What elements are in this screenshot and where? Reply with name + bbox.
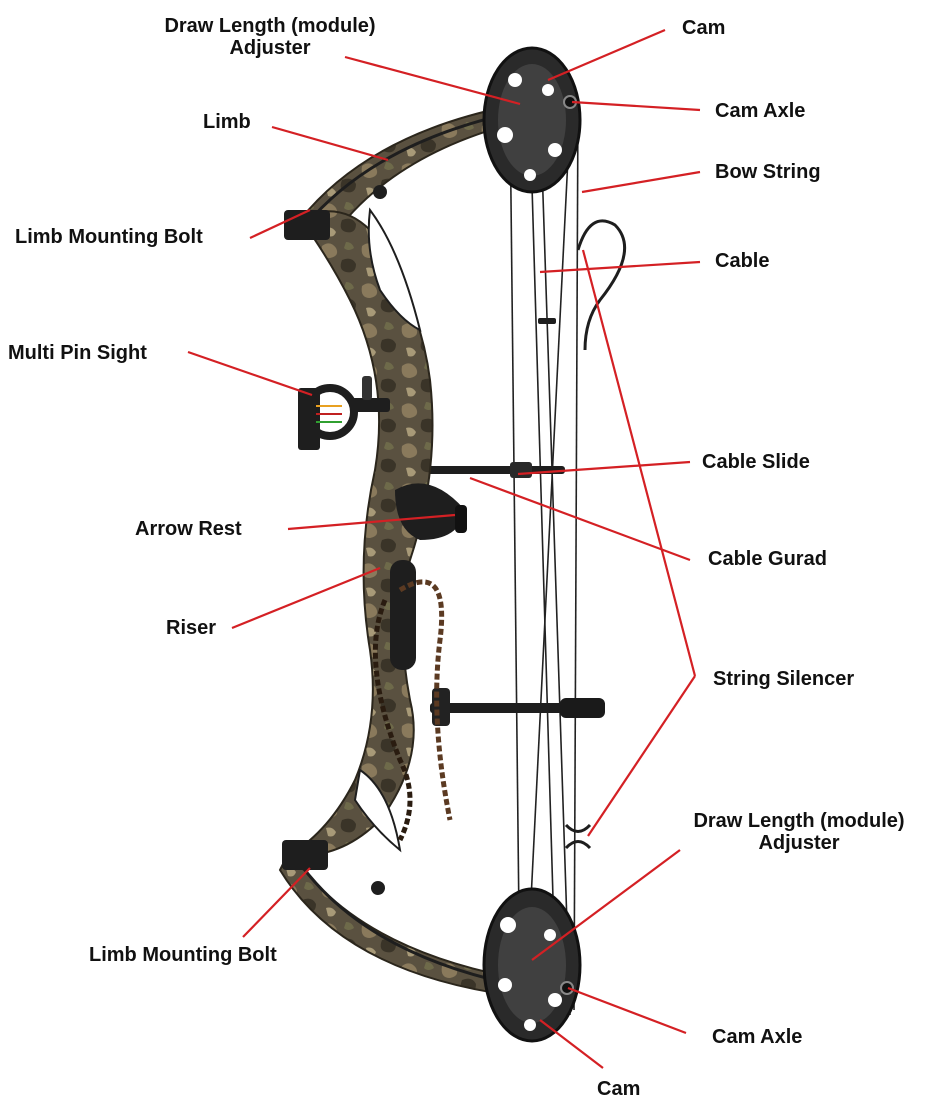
label-multi-pin-sight: Multi Pin Sight: [8, 342, 147, 364]
label-cam-bottom: Cam: [597, 1078, 640, 1100]
string-silencer: [566, 825, 590, 848]
label-limb-mounting-bolt-top: Limb Mounting Bolt: [15, 226, 203, 248]
top-cam: [484, 48, 580, 192]
label-cable-guard: Cable Gurad: [708, 548, 827, 570]
label-draw-length-top-line2: Adjuster: [140, 37, 400, 59]
leader-cable-guard: [470, 478, 690, 560]
label-limb-mounting-bolt-bottom: Limb Mounting Bolt: [89, 944, 277, 966]
label-bow-string: Bow String: [715, 161, 821, 183]
label-cable-slide: Cable Slide: [702, 451, 810, 473]
label-draw-length-bottom: Draw Length (module) Adjuster: [668, 810, 930, 854]
label-cam-axle-bottom: Cam Axle: [712, 1026, 802, 1048]
leader-limb-bolt-bottom: [243, 868, 310, 937]
label-riser: Riser: [166, 617, 216, 639]
leader-cam-axle-bottom: [568, 988, 686, 1033]
grip: [390, 560, 416, 670]
label-cable: Cable: [715, 250, 769, 272]
label-cam-top: Cam: [682, 17, 725, 39]
bottom-cam: [484, 889, 580, 1041]
label-cam-axle-top: Cam Axle: [715, 100, 805, 122]
leader-cam-top: [548, 30, 665, 80]
cable-loop: [578, 221, 625, 350]
label-limb: Limb: [203, 111, 251, 133]
leader-bow-string: [582, 172, 700, 192]
leader-limb: [272, 127, 388, 160]
label-string-silencer: String Silencer: [713, 668, 854, 690]
leader-multi-pin-sight: [188, 352, 312, 395]
bow-string: [510, 98, 578, 1015]
leader-cam-axle-top: [572, 102, 700, 110]
label-arrow-rest: Arrow Rest: [135, 518, 242, 540]
cable-guard-rod: [420, 462, 565, 478]
leader-riser: [232, 568, 380, 628]
label-draw-length-top-line1: Draw Length (module): [140, 15, 400, 37]
label-draw-length-bottom-line1: Draw Length (module): [668, 810, 930, 832]
label-draw-length-top: Draw Length (module) Adjuster: [140, 15, 400, 59]
leader-lines: [188, 30, 700, 1068]
leader-cam-bottom: [540, 1020, 603, 1068]
label-draw-length-bottom-line2: Adjuster: [668, 832, 930, 854]
